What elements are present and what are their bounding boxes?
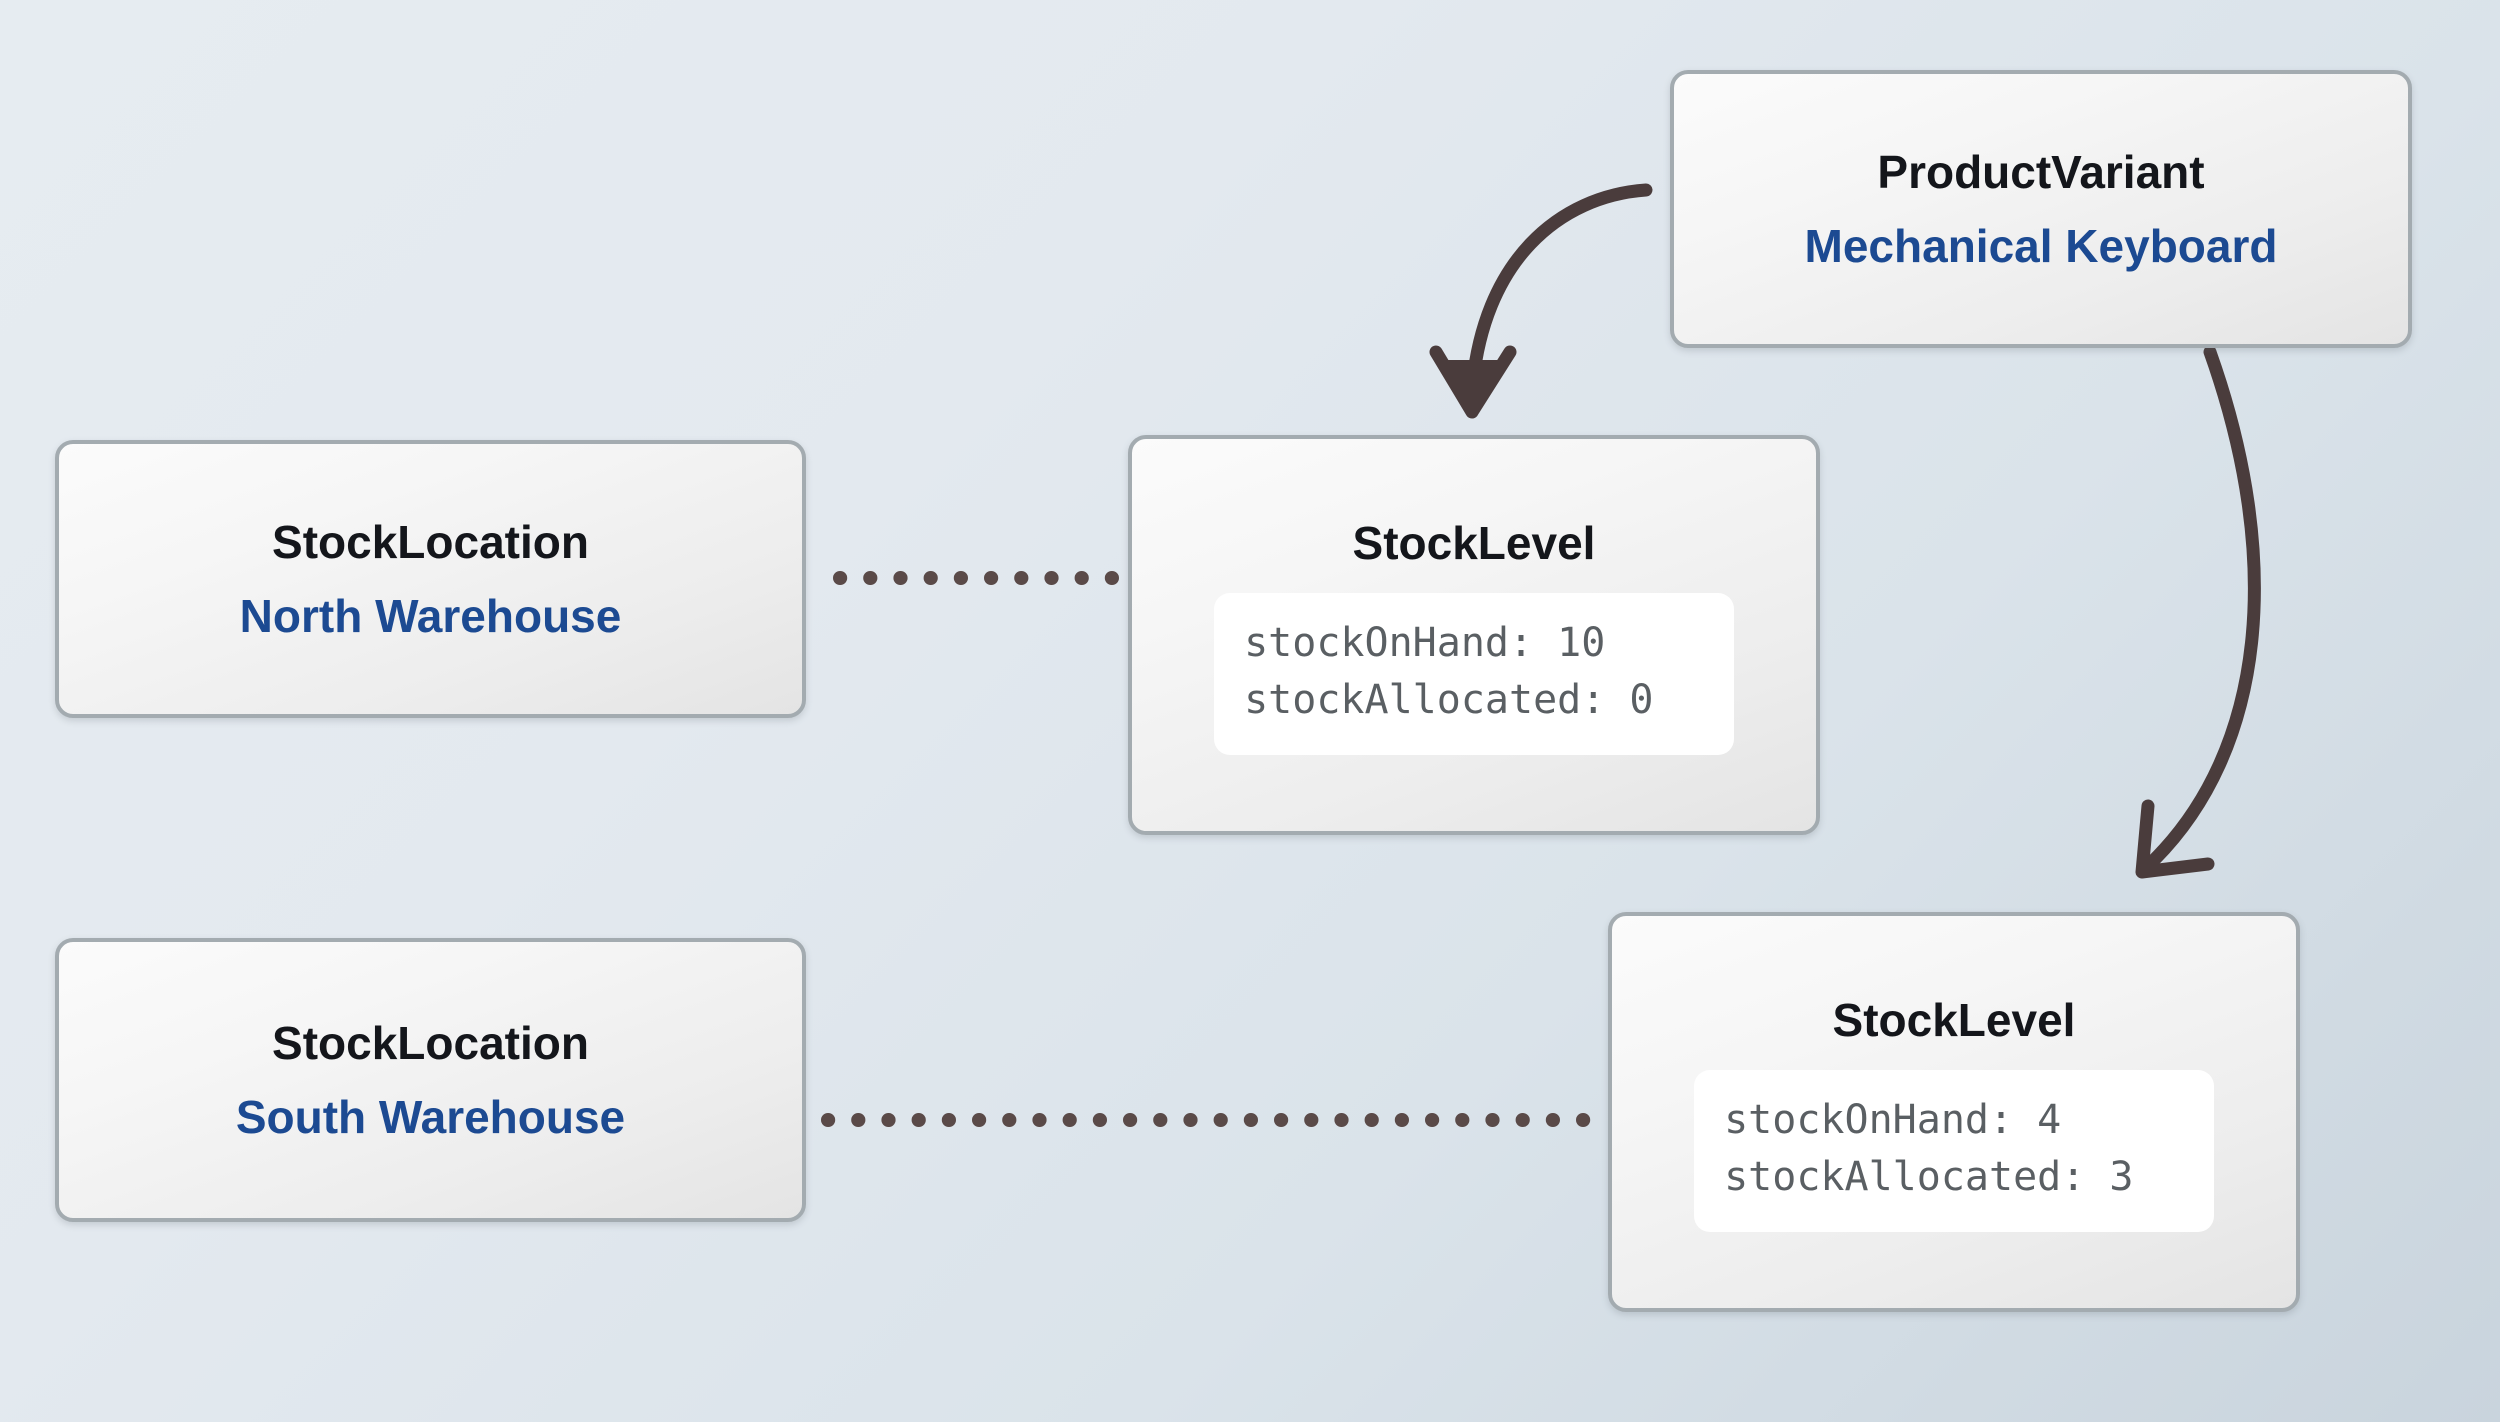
- stock-level-north-field-stock-allocated: stockAllocated: 0: [1244, 677, 1654, 724]
- stock-level-south-field-stock-on-hand: stockOnHand: 4: [1724, 1097, 2062, 1144]
- product-variant-type-label: ProductVariant: [1877, 145, 2205, 198]
- node-stock-location-south[interactable]: StockLocation South Warehouse: [55, 938, 806, 1222]
- node-stock-level-north[interactable]: StockLevel stockOnHand: 10 stockAllocate…: [1128, 435, 1820, 835]
- stock-location-north-name-label: North Warehouse: [239, 590, 622, 642]
- node-product-variant[interactable]: ProductVariant Mechanical Keyboard: [1670, 70, 2412, 348]
- product-variant-name-label: Mechanical Keyboard: [1804, 220, 2278, 272]
- node-stock-level-south[interactable]: StockLevel stockOnHand: 4 stockAllocated…: [1608, 912, 2300, 1312]
- stock-location-north-type-label: StockLocation: [272, 515, 589, 568]
- stock-level-north-fields: stockOnHand: 10 stockAllocated: 0: [1214, 593, 1734, 755]
- node-stock-location-north[interactable]: StockLocation North Warehouse: [55, 440, 806, 718]
- stock-level-north-field-stock-on-hand: stockOnHand: 10: [1244, 620, 1606, 667]
- stock-location-south-name-label: South Warehouse: [235, 1091, 626, 1143]
- stock-level-south-field-stock-allocated: stockAllocated: 3: [1724, 1154, 2134, 1201]
- stock-location-south-type-label: StockLocation: [272, 1016, 589, 1069]
- stock-level-south-type-label: StockLevel: [1832, 994, 2076, 1047]
- arrow-variant-to-stocklevel-north: [1429, 183, 1653, 419]
- arrow-variant-to-stocklevel-south: [2135, 345, 2261, 879]
- stock-level-north-type-label: StockLevel: [1352, 517, 1596, 570]
- stock-level-south-fields: stockOnHand: 4 stockAllocated: 3: [1694, 1070, 2214, 1232]
